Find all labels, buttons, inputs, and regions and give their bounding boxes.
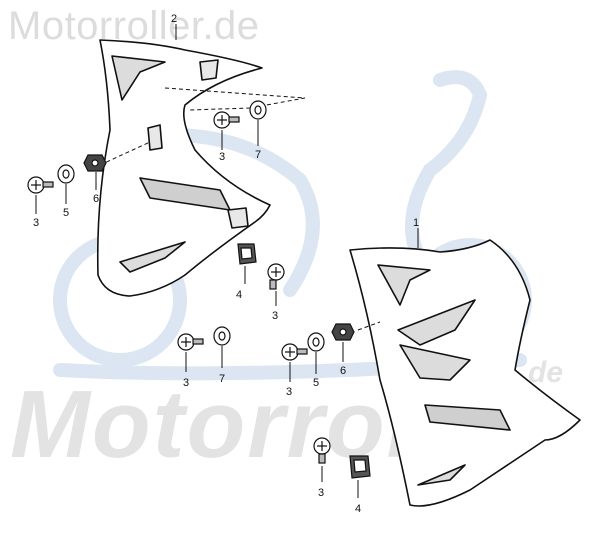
- flat-washer-icon: [213, 326, 231, 346]
- screw-icon: [267, 263, 285, 290]
- watermark-top: Motorroller.de: [8, 4, 260, 48]
- label-screw-top: 3: [219, 151, 225, 163]
- flat-washer-icon: [249, 100, 267, 120]
- label-screw-mid: 3: [272, 310, 278, 322]
- watermark-de: de: [528, 356, 564, 389]
- screw-icon: [213, 111, 240, 129]
- label-screw-right: 3: [286, 386, 292, 398]
- screw-icon: [281, 343, 308, 361]
- lock-washer-icon: [57, 164, 75, 184]
- clip-nut-icon: [349, 455, 371, 479]
- nut-icon: [331, 323, 355, 341]
- side-cover-right: [349, 239, 581, 507]
- label-part-2: 2: [171, 13, 177, 25]
- label-washer-left: 5: [63, 207, 69, 219]
- screw-icon: [313, 437, 331, 464]
- label-flat-washer-top: 7: [255, 149, 261, 161]
- label-nut-left: 6: [93, 193, 99, 205]
- label-clip-nut-bottom: 4: [355, 503, 361, 515]
- label-screw-lower: 3: [183, 377, 189, 389]
- screw-icon: [27, 176, 54, 194]
- screw-icon: [177, 333, 204, 351]
- label-nut-right: 6: [340, 365, 346, 377]
- label-part-1: 1: [413, 217, 419, 229]
- label-screw-left: 3: [33, 217, 39, 229]
- side-cover-left: [96, 39, 271, 297]
- label-washer-right: 5: [313, 377, 319, 389]
- nut-icon: [83, 154, 107, 172]
- lock-washer-icon: [307, 332, 325, 352]
- clip-nut-icon: [237, 243, 257, 265]
- label-flat-washer-lower: 7: [219, 373, 225, 385]
- label-clip-nut-mid: 4: [236, 289, 242, 301]
- label-screw-bottom: 3: [318, 487, 324, 499]
